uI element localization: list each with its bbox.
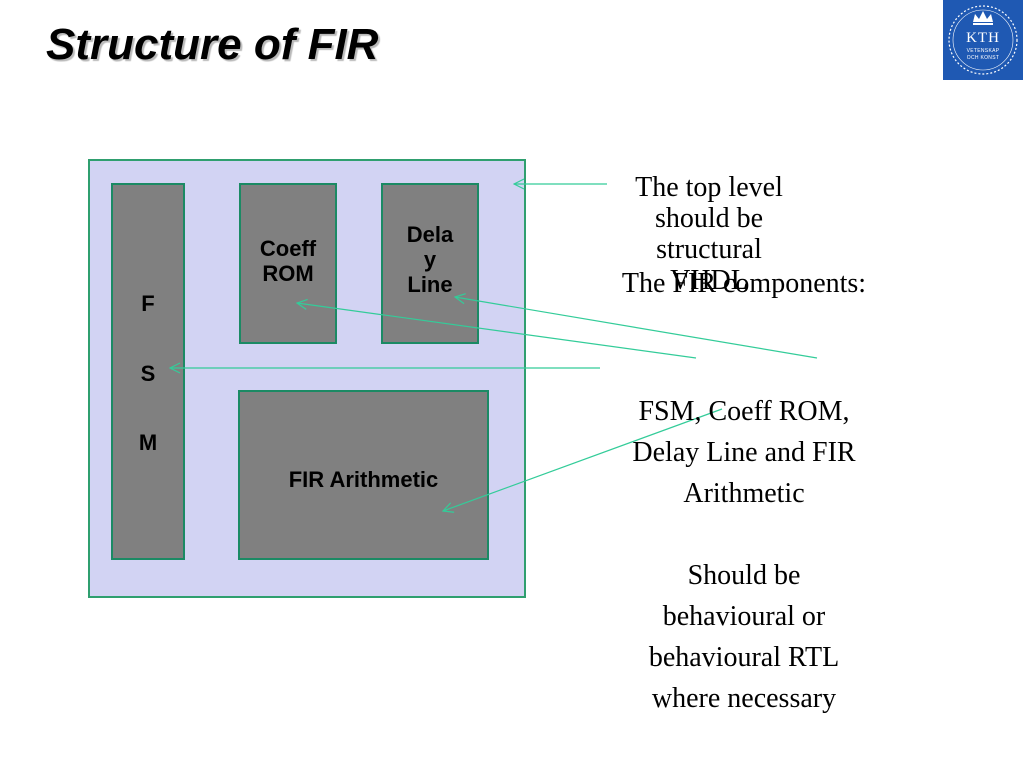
kth-logo: KTH VETENSKAP OCH KONST — [943, 0, 1023, 80]
coeff-rom-block: Coeff ROM — [239, 183, 337, 344]
fir-arithmetic-block: FIR Arithmetic — [238, 390, 489, 560]
arrow-to-fir-arithmetic — [443, 408, 723, 511]
logo-subtitle: VETENSKAP — [966, 48, 1000, 54]
crown-icon — [948, 5, 1018, 75]
fsm-block: F S M — [111, 183, 185, 560]
arrow-to-coeff-rom — [297, 303, 697, 359]
components-heading: The FIR components: — [621, 268, 867, 299]
fir-arithmetic-label: FIR Arithmetic — [288, 467, 439, 492]
fsm-label-letter: M — [138, 430, 158, 455]
slide-title: Structure of FIR — [46, 20, 379, 69]
logo-text: KTH — [966, 30, 1000, 46]
logo-subtitle: OCH KONST — [966, 55, 1000, 61]
behaviour-note: Should be behavioural or behavioural RTL… — [648, 560, 840, 714]
coeff-rom-label: Coeff ROM — [259, 236, 317, 286]
components-list: FSM, Coeff ROM, Delay Line and FIR Arith… — [632, 396, 856, 509]
fsm-label-letter: S — [140, 361, 156, 386]
arrow-to-delay-line — [455, 297, 818, 359]
top-level-note: The top level should be structural VHDL — [635, 172, 783, 296]
fsm-label-letter: F — [141, 291, 155, 316]
delay-line-label: Dela y Line — [406, 222, 454, 297]
